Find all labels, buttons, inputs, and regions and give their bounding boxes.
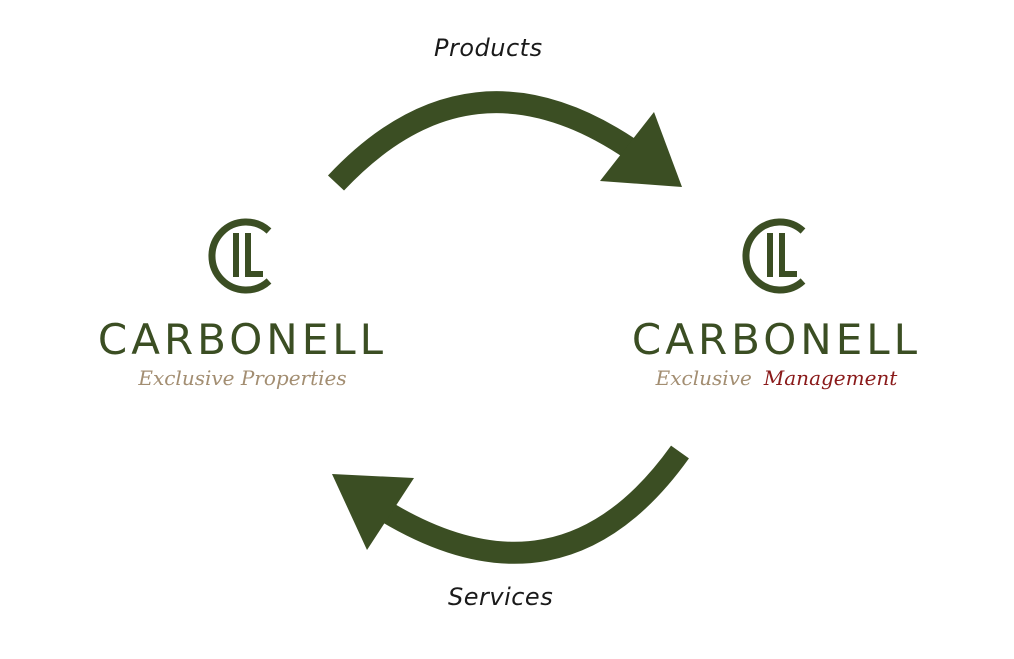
logo-wordmark: CARBONELL	[631, 315, 922, 364]
logo-tagline: Exclusive Management	[624, 367, 929, 389]
top-arc-arrow	[327, 91, 639, 191]
bottom-arc-arrow	[374, 445, 689, 564]
bottom-arrowhead-icon	[332, 474, 414, 550]
services-label: Services	[448, 583, 554, 611]
carbonell-exclusive-properties-logo: CARBONELL Exclusive Properties	[90, 215, 395, 389]
logo-wordmark: CARBONELL	[97, 315, 388, 364]
tagline-management: Management	[763, 366, 898, 390]
tagline-exclusive: Exclusive	[655, 366, 752, 390]
cl-monogram-icon	[208, 218, 271, 294]
logo-tagline: Exclusive Properties	[138, 366, 347, 390]
products-label: Products	[434, 34, 543, 62]
top-arrowhead-icon	[600, 112, 682, 187]
cl-monogram-icon	[742, 218, 805, 294]
carbonell-exclusive-management-logo: CARBONELL Exclusive Management	[624, 215, 929, 389]
